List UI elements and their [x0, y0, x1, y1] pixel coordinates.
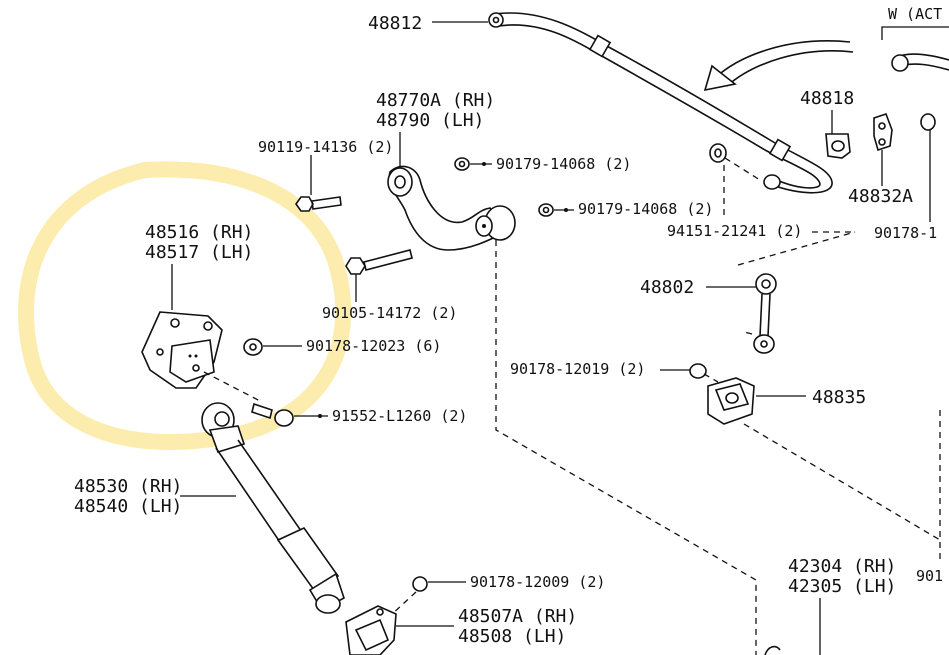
label-90178-12023: 90178-12023 (6)	[306, 337, 441, 355]
label-90119-14136: 90119-14136 (2)	[258, 138, 393, 156]
label-90179-14068-b: 90179-14068 (2)	[578, 200, 713, 218]
label-48507a: 48507A (RH)	[458, 606, 577, 627]
arm-assembly	[387, 165, 516, 251]
stabilizer-bar	[488, 12, 833, 194]
label-48818: 48818	[800, 88, 854, 109]
label-48516: 48516 (RH)	[145, 222, 253, 243]
bolt-90119	[295, 196, 342, 212]
label-42304: 42304 (RH)	[788, 556, 896, 577]
label-90178-12009: 90178-12009 (2)	[470, 573, 605, 591]
highlight-circle	[18, 161, 352, 450]
label-94151-21241: 94151-21241 (2)	[667, 222, 802, 240]
label-48812: 48812	[368, 13, 422, 34]
label-90105-14172: 90105-14172 (2)	[322, 304, 457, 322]
label-48508: 48508 (LH)	[458, 626, 566, 647]
label-48517: 48517 (LH)	[145, 242, 253, 263]
label-48832a: 48832A	[848, 186, 913, 207]
label-48770a: 48770A (RH)	[376, 90, 495, 111]
label-91552-l1260: 91552-L1260 (2)	[332, 407, 467, 425]
label-42305: 42305 (LH)	[788, 576, 896, 597]
label-90178-1: 90178-1	[874, 224, 937, 242]
bracket-48516	[141, 311, 223, 389]
stabilizer-link	[753, 273, 777, 354]
label-active: W (ACT	[888, 5, 942, 23]
bracket-48507a	[345, 605, 397, 655]
label-48530: 48530 (RH)	[74, 476, 182, 497]
label-48540: 48540 (LH)	[74, 496, 182, 517]
label-48790: 48790 (LH)	[376, 110, 484, 131]
bracket-48835	[707, 377, 755, 425]
label-90178-12019: 90178-12019 (2)	[510, 360, 645, 378]
shock-absorber	[201, 402, 345, 614]
label-901: 901	[916, 567, 943, 585]
label-48802: 48802	[640, 277, 694, 298]
label-48835: 48835	[812, 387, 866, 408]
bolt-90105	[345, 249, 413, 275]
label-90179-14068-a: 90179-14068 (2)	[496, 155, 631, 173]
